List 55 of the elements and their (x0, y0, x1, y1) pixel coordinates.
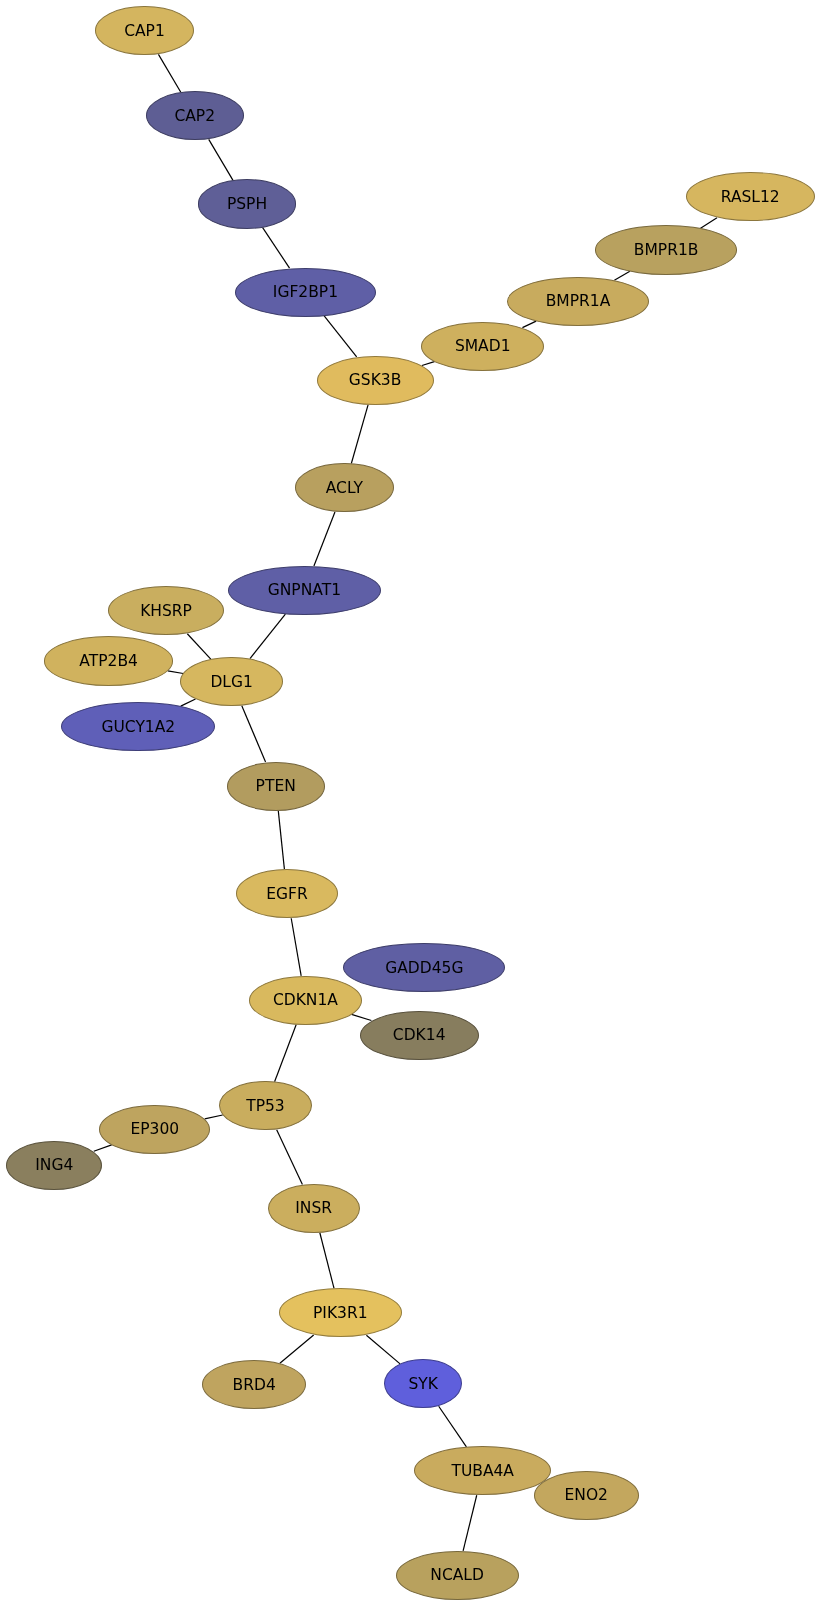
connector-line (699, 217, 718, 230)
connector-line (350, 1013, 372, 1022)
gene-name: INSR (295, 1199, 332, 1218)
gene-name: GUCY1A2 (101, 717, 176, 736)
gene-name: GNPNAT1 (267, 581, 341, 600)
connector-line (421, 361, 435, 367)
connector-line (276, 1129, 303, 1186)
connector-line (521, 320, 537, 329)
gene-name: BMPR1B (633, 241, 699, 260)
connector-line (273, 1023, 297, 1083)
gene-name: DLG1 (210, 672, 253, 691)
connector-line (319, 1232, 335, 1290)
gene-name: SYK (408, 1374, 438, 1393)
gene-ellipse (316, 355, 434, 405)
gene-name: ATP2B4 (79, 652, 138, 671)
gene-name: TP53 (246, 1096, 285, 1115)
gene-name: PIK3R1 (312, 1303, 368, 1322)
gene-ellipse (249, 975, 362, 1025)
gene-name: GADD45G (385, 958, 464, 977)
connector-line (204, 1114, 224, 1120)
gene-ellipse (107, 586, 225, 636)
connector-line (279, 1334, 315, 1364)
gene-name: SMAD1 (454, 337, 511, 356)
gene-name: PSPH (226, 194, 268, 213)
connector-line (93, 1144, 113, 1152)
gene-name: BMPR1A (545, 292, 611, 311)
connector-line (157, 53, 182, 93)
gene-name: BRD4 (232, 1375, 276, 1394)
gene-name: IGF2BP1 (272, 283, 338, 302)
gene-name: TUBA4A (451, 1461, 514, 1480)
connector-line (613, 270, 631, 281)
gene-name: EGFR (266, 884, 308, 903)
gene-name: ING4 (35, 1156, 74, 1175)
connector-line (313, 511, 336, 567)
gene-name: EP300 (130, 1120, 180, 1139)
connector-line (208, 138, 234, 181)
connector-line (323, 315, 358, 358)
gene-name: ENO2 (564, 1486, 608, 1505)
gene-name: PTEN (255, 777, 296, 796)
connector-line (350, 404, 369, 465)
gene-name: GSK3B (348, 371, 402, 390)
gene-name: ACLY (325, 478, 363, 497)
connector-line (462, 1494, 478, 1552)
gene-name: CAP2 (174, 106, 216, 125)
connector-line (277, 810, 285, 870)
connector-line (167, 670, 184, 675)
gene-name: CDK14 (392, 1026, 446, 1045)
gene-name: CDKN1A (272, 991, 338, 1010)
gene-name: NCALD (430, 1566, 484, 1585)
connector-line (180, 698, 197, 707)
gene-name: RASL12 (720, 187, 780, 206)
connector-line (241, 705, 267, 763)
gene-name: CAP1 (124, 21, 165, 40)
gene-name: KHSRP (140, 601, 192, 620)
connector-line (290, 917, 302, 977)
